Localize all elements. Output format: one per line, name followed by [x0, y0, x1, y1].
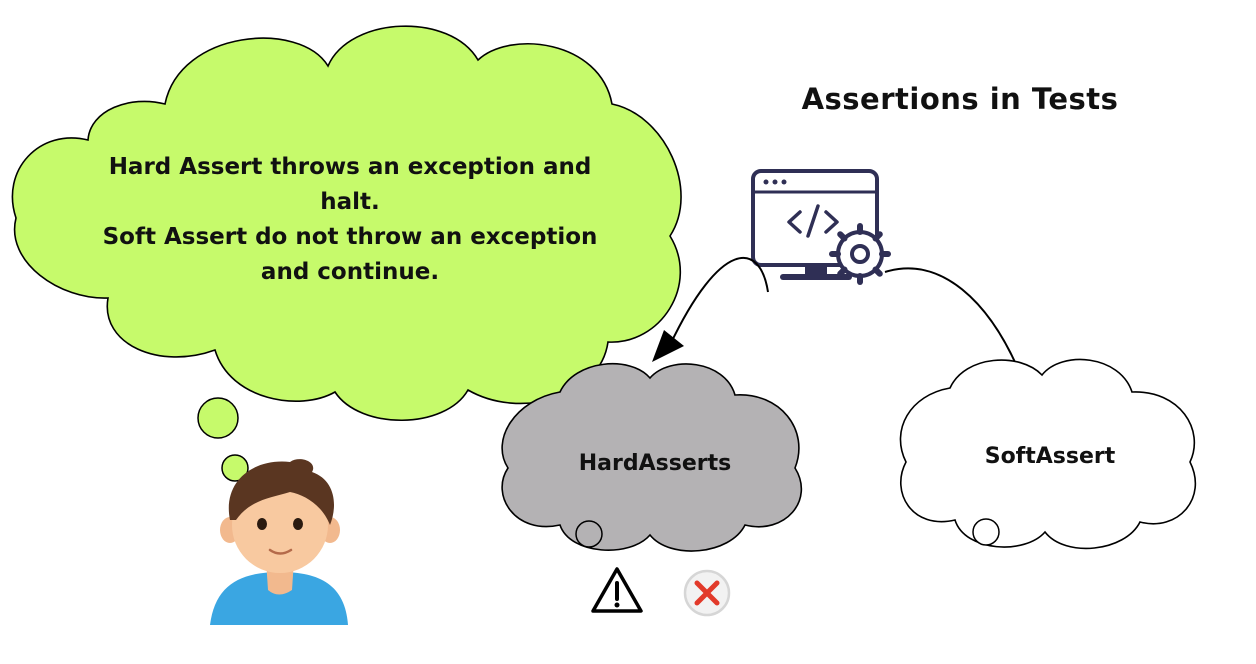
thought-bubble-cloud [11, 25, 682, 422]
arrow-to-hardasserts [669, 256, 769, 346]
thought-circle-large [197, 397, 239, 439]
thought-bubble-text: Hard Assert throws an exception and halt… [40, 150, 660, 290]
bubble-line-3: Soft Assert do not throw an exception [102, 224, 598, 250]
bubble-line-1: Hard Assert throws an exception and [108, 154, 592, 180]
boy-avatar [210, 459, 348, 625]
hardasserts-label: HardAsserts [579, 451, 731, 476]
bubble-line-2: halt. [320, 189, 380, 215]
soft-cloud-tail-circle [972, 518, 1000, 546]
arrow-to-softassert [884, 267, 1023, 379]
hardasserts-cloud [501, 362, 803, 552]
code-window-gear-icon [751, 169, 891, 285]
softassert-cloud [899, 358, 1196, 550]
warning-triangle-icon [591, 567, 643, 613]
bubble-line-4: and continue. [260, 259, 440, 285]
diagram-title: Assertions in Tests [801, 82, 1119, 116]
red-x-circle-icon [683, 569, 731, 617]
hard-cloud-tail-circle [575, 520, 603, 548]
thought-circle-small [221, 454, 249, 482]
arrowhead-hard [652, 330, 684, 362]
softassert-label: SoftAssert [985, 444, 1116, 469]
